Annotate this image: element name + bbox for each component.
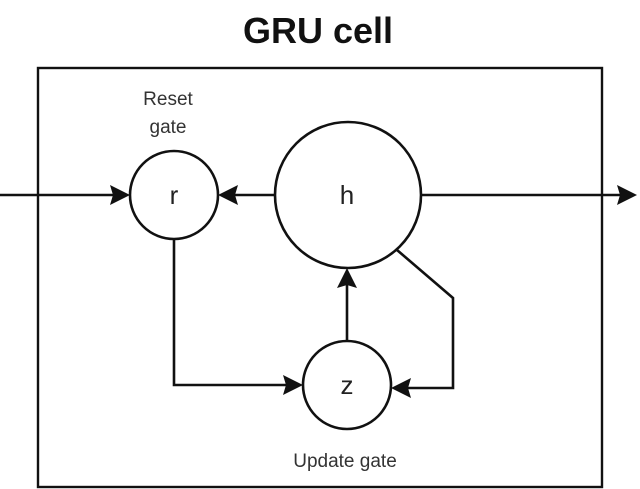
edge-h-to-r	[218, 185, 275, 205]
update-gate-circle	[301, 339, 393, 431]
arrowhead-icon	[110, 185, 130, 205]
update-gate-symbol: z	[341, 370, 354, 400]
arrowhead-icon	[617, 185, 637, 205]
edge-z-to-h	[337, 268, 357, 341]
update-gate-caption: Update gate	[293, 451, 397, 472]
reset-gate-caption-line-2: gate	[150, 117, 187, 138]
hidden-state-node: h	[273, 120, 423, 270]
edge-input-to-r	[0, 185, 130, 205]
diagram-title: GRU cell	[243, 10, 393, 51]
arrowhead-icon	[337, 268, 357, 288]
arrowhead-icon	[391, 378, 411, 398]
arrowhead-icon	[283, 375, 303, 395]
edge-line	[172, 239, 291, 387]
edge-line	[396, 249, 455, 390]
reset-gate-node: r	[128, 149, 220, 241]
hidden-state-circle	[273, 120, 423, 270]
reset-gate-symbol: r	[170, 180, 179, 210]
update-gate-node: z	[301, 339, 393, 431]
arrowhead-icon	[218, 185, 238, 205]
edge-h-to-output	[421, 185, 637, 205]
reset-gate-caption-line-1: Reset	[143, 89, 193, 110]
hidden-state-symbol: h	[340, 180, 354, 210]
reset-gate-circle	[128, 149, 220, 241]
edge-r-to-z	[172, 239, 303, 395]
edge-h-to-z	[391, 249, 455, 398]
